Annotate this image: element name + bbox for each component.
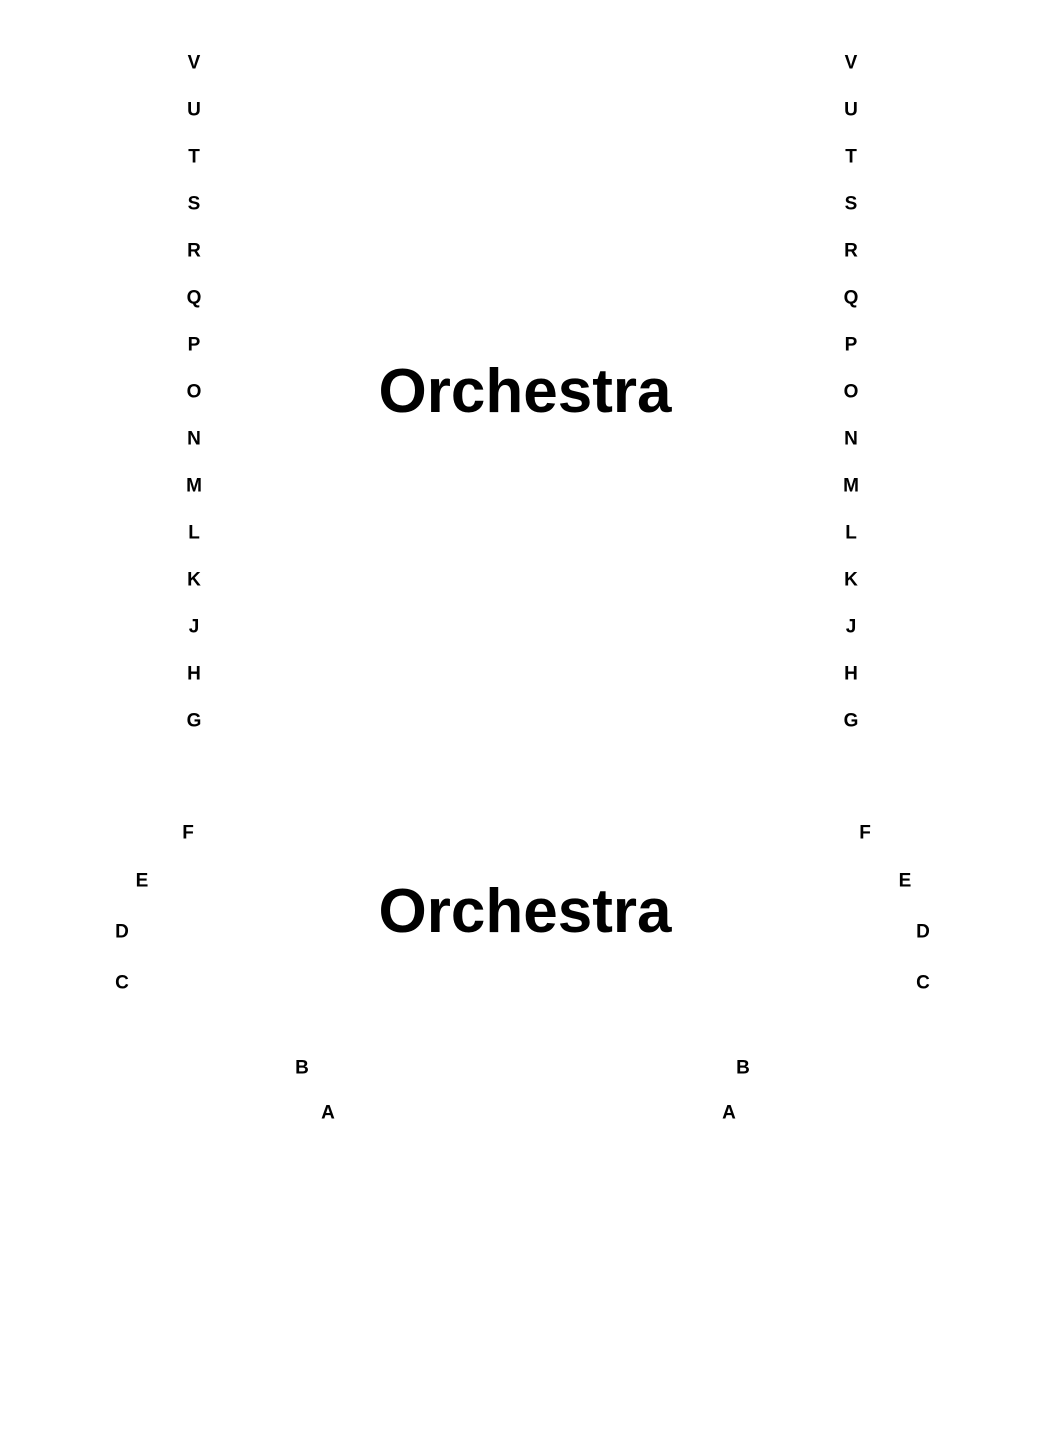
row-label-left-j: J <box>188 616 200 638</box>
row-label-left-a: A <box>321 1102 335 1124</box>
row-label-right-a: A <box>722 1102 736 1124</box>
row-label-left-g: G <box>186 710 202 732</box>
row-label-left-p: P <box>187 334 201 356</box>
row-label-left-h: H <box>187 663 201 685</box>
row-label-right-b: B <box>736 1057 750 1079</box>
row-label-right-q: Q <box>843 287 859 309</box>
row-label-right-d: D <box>916 921 930 943</box>
row-label-right-r: R <box>844 240 858 262</box>
row-label-right-p: P <box>844 334 858 356</box>
row-label-left-s: S <box>187 193 201 215</box>
row-label-left-l: L <box>188 522 200 544</box>
row-label-left-b: B <box>295 1057 309 1079</box>
row-label-right-s: S <box>844 193 858 215</box>
row-label-left-n: N <box>187 428 201 450</box>
row-label-right-v: V <box>844 52 858 74</box>
row-label-right-t: T <box>845 146 857 168</box>
row-label-right-u: U <box>844 99 858 121</box>
row-label-right-k: K <box>844 569 858 591</box>
row-label-right-l: L <box>845 522 857 544</box>
row-label-left-c: C <box>115 972 129 994</box>
row-label-left-u: U <box>187 99 201 121</box>
row-label-left-r: R <box>187 240 201 262</box>
row-label-left-m: M <box>186 475 202 497</box>
row-label-right-f: F <box>859 822 871 844</box>
row-label-left-v: V <box>187 52 201 74</box>
row-label-right-j: J <box>845 616 857 638</box>
row-label-right-m: M <box>843 475 859 497</box>
section-title-upper-orchestra: Orchestra <box>378 357 672 426</box>
row-label-right-e: E <box>898 870 912 892</box>
row-label-left-k: K <box>187 569 201 591</box>
row-label-left-o: O <box>186 381 202 403</box>
row-label-left-e: E <box>135 870 149 892</box>
section-title-lower-orchestra: Orchestra <box>378 877 672 946</box>
row-label-left-t: T <box>188 146 200 168</box>
row-label-right-n: N <box>844 428 858 450</box>
row-label-right-o: O <box>843 381 859 403</box>
row-label-left-f: F <box>182 822 194 844</box>
row-label-right-h: H <box>844 663 858 685</box>
row-label-left-d: D <box>115 921 129 943</box>
row-label-right-g: G <box>843 710 859 732</box>
row-label-right-c: C <box>916 972 930 994</box>
row-label-left-q: Q <box>186 287 202 309</box>
